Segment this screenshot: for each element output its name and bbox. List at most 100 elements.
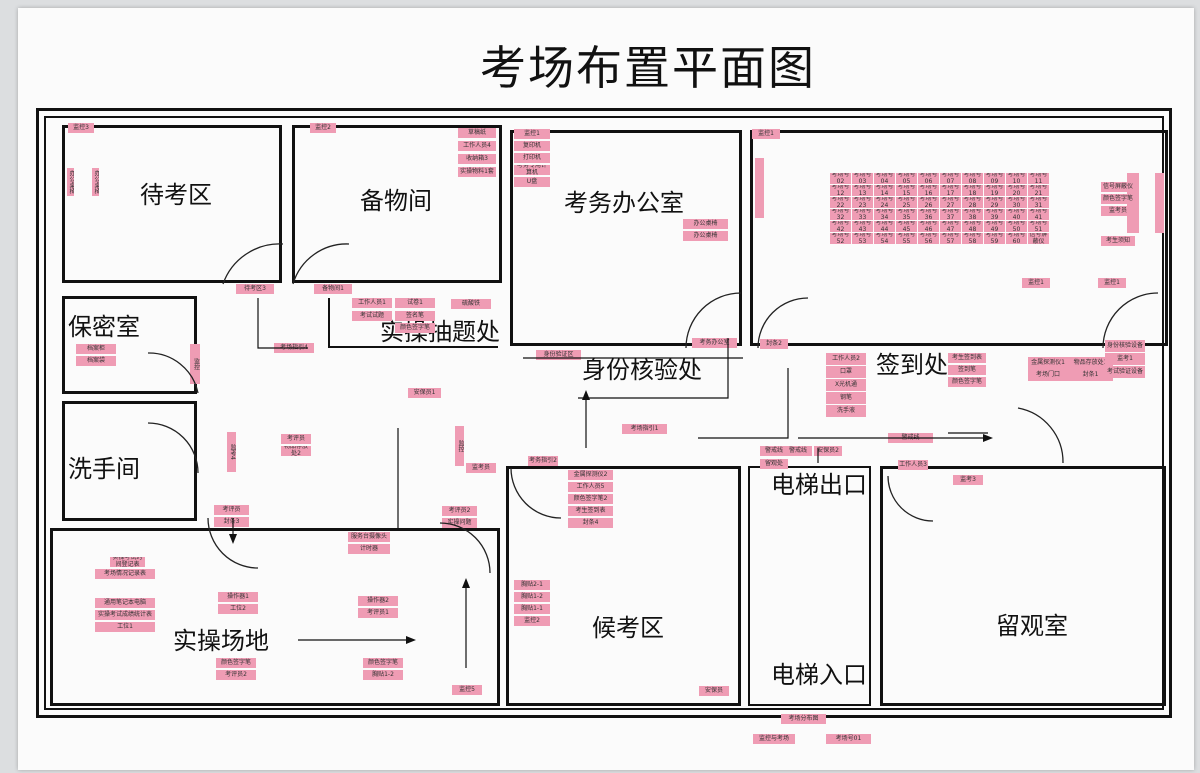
sticky-note: 封条2 <box>760 339 788 349</box>
sticky-note: 考场号32 <box>830 209 851 220</box>
sticky-note: 考场号55 <box>896 233 917 244</box>
sticky-note: 金属探测仪2 <box>568 470 613 480</box>
sticky-note: 封条4 <box>568 518 613 528</box>
sticky-note <box>1155 173 1164 233</box>
sticky-note: 安保员2 <box>814 446 842 456</box>
sticky-note: 签到笔 <box>948 365 986 375</box>
sticky-note: 考评员2 <box>442 506 477 516</box>
sticky-note: 考场号50 <box>1006 221 1027 232</box>
sticky-note: 钢笔 <box>826 392 866 404</box>
sticky-note: 监考3 <box>953 475 983 485</box>
outer-wall <box>36 108 1172 718</box>
sticky-note: 考场号06 <box>918 173 939 184</box>
sticky-note: 警戒线 <box>760 446 788 456</box>
sticky-note: X光机通 <box>826 379 866 391</box>
sticky-note: 考场号48 <box>962 221 983 232</box>
sticky-note: 监控2 <box>514 616 550 626</box>
sticky-note: 考场情况记录表 <box>95 569 155 579</box>
sticky-note: 考场号37 <box>940 209 961 220</box>
sticky-note: 监控1 <box>514 129 550 139</box>
sticky-note: 监控1 <box>752 129 780 139</box>
sticky-note: 考场号46 <box>918 221 939 232</box>
label-signin: 签到处 <box>876 351 948 379</box>
sticky-note: 胸贴1-1 <box>514 604 550 614</box>
sticky-note: 考务专用计算机 <box>514 165 550 175</box>
sticky-note: 考场号04 <box>874 173 895 184</box>
sticky-note: 考场号08 <box>962 173 983 184</box>
sticky-note: 警戒线 <box>888 433 933 443</box>
area-draw <box>328 298 498 348</box>
sticky-note: 考生须知 <box>1101 236 1135 246</box>
sticky-note: 工位1 <box>95 622 155 632</box>
room-elevator <box>748 466 871 706</box>
sticky-note: 安保员 <box>699 686 729 696</box>
sticky-note: 档案袋 <box>76 356 116 366</box>
sticky-note: U盘 <box>514 177 550 187</box>
sticky-note: 考场号42 <box>830 221 851 232</box>
label-office: 考务办公室 <box>564 189 684 217</box>
room-candidate-wait <box>506 466 741 706</box>
sticky-note <box>755 158 764 218</box>
sticky-note: 信号屏蔽仪 <box>1028 233 1049 244</box>
sticky-note: 监考1 <box>1105 353 1145 365</box>
sticky-note: 考务指引2 <box>528 456 558 466</box>
sticky-note: 考场号05 <box>896 173 917 184</box>
sticky-note: 监控 <box>455 426 464 466</box>
sticky-note: 收纳箱3 <box>458 154 496 164</box>
room-waiting <box>62 125 282 283</box>
sticky-note: 考场门口 <box>1028 369 1068 381</box>
sticky-note: 物品存放处2 <box>281 446 311 456</box>
sticky-note: 封条1 <box>1068 369 1113 381</box>
sticky-note: 身份核验设备 <box>1105 340 1145 352</box>
sticky-note: 考场号35 <box>896 209 917 220</box>
sticky-note: 考场号39 <box>984 209 1005 220</box>
sticky-note: 考场号57 <box>940 233 961 244</box>
sticky-note: 备物间1 <box>314 284 352 294</box>
label-candidate-wait: 候考区 <box>592 614 664 642</box>
sticky-note: 物品存放处1 <box>1068 357 1113 369</box>
sticky-note: 考场号23 <box>852 197 873 208</box>
sticky-note: 考场号54 <box>874 233 895 244</box>
sticky-note: 工作人员2 <box>826 353 866 365</box>
sticky-note: 信号屏蔽仪 <box>1101 182 1135 192</box>
sticky-note: 通用笔记本电脑 <box>95 598 155 608</box>
sticky-note: 硫酸铁 <box>451 299 491 309</box>
room-storage <box>292 125 502 283</box>
sticky-note: 监控5 <box>452 685 482 695</box>
sticky-note: 监控 <box>190 344 200 384</box>
label-elevator-entry: 电梯入口 <box>771 661 867 689</box>
sticky-note: 办公桌椅 <box>67 168 74 196</box>
sticky-note: 工位2 <box>218 604 258 614</box>
sticky-note: 考场号10 <box>1006 173 1027 184</box>
sticky-note: 考场号53 <box>852 233 873 244</box>
label-secret: 保密室 <box>68 313 140 341</box>
sticky-note: 考场号17 <box>940 185 961 196</box>
sticky-note: 实操问题 <box>442 518 477 528</box>
sticky-note: 考评员1 <box>358 608 398 618</box>
sticky-note: 安保员1 <box>408 388 441 398</box>
sticky-note: 监考4 <box>227 432 236 472</box>
sticky-note: 考场号20 <box>1006 185 1027 196</box>
sticky-note: 考场号27 <box>940 197 961 208</box>
sticky-note: 考场号41 <box>1028 209 1049 220</box>
sticky-note: 考场号07 <box>940 173 961 184</box>
sticky-note: 考场号25 <box>896 197 917 208</box>
sticky-note: 待考区3 <box>236 284 274 294</box>
sticky-note: 考场号51 <box>1028 221 1049 232</box>
sticky-note: 考评员2 <box>216 670 256 680</box>
sticky-note: 计时器 <box>348 544 390 554</box>
sticky-note: 实操考试成绩统计表 <box>95 610 155 620</box>
sticky-note: 考场号19 <box>984 185 1005 196</box>
sticky-note: 警戒线 <box>784 446 812 456</box>
sticky-note: 考场号59 <box>984 233 1005 244</box>
sticky-note: 考场分布图 <box>781 714 826 724</box>
sticky-note: 考场号16 <box>918 185 939 196</box>
sticky-note: 颜色签字笔 <box>363 658 403 668</box>
sticky-note: 工作人员5 <box>568 482 613 492</box>
inner-wall <box>44 116 1164 710</box>
sticky-note: 封条3 <box>214 517 249 527</box>
sticky-note: 签名笔 <box>395 311 435 321</box>
sticky-note: 监考员 <box>1101 206 1135 216</box>
sticky-note: 监考员 <box>466 463 496 473</box>
sticky-note: 考场指引1 <box>622 424 667 434</box>
